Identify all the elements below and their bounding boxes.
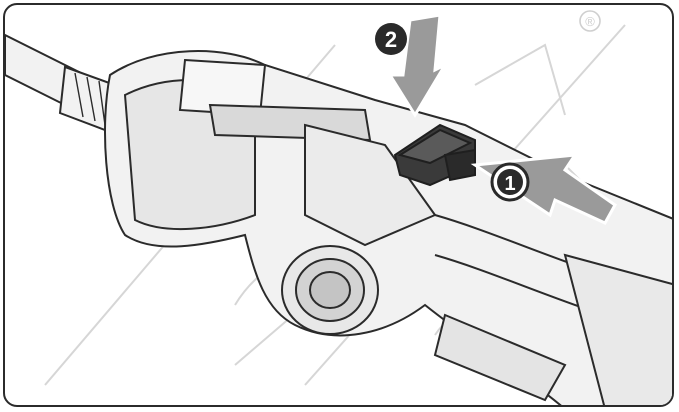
tool-head [281, 245, 379, 335]
step-badge-1: 1 [490, 162, 530, 202]
svg-text:1: 1 [504, 173, 515, 195]
step-2-arrow [387, 13, 449, 118]
cord [5, 33, 117, 132]
tool-body [104, 50, 672, 405]
svg-text:®: ® [585, 14, 595, 29]
registered-mark-icon: ® [579, 10, 601, 32]
step-badge-2: 2 [375, 23, 407, 55]
svg-text:2: 2 [385, 27, 397, 52]
lock-switch [393, 123, 476, 187]
illustration-frame: ® [3, 3, 674, 407]
tool-illustration: ® [5, 10, 672, 405]
